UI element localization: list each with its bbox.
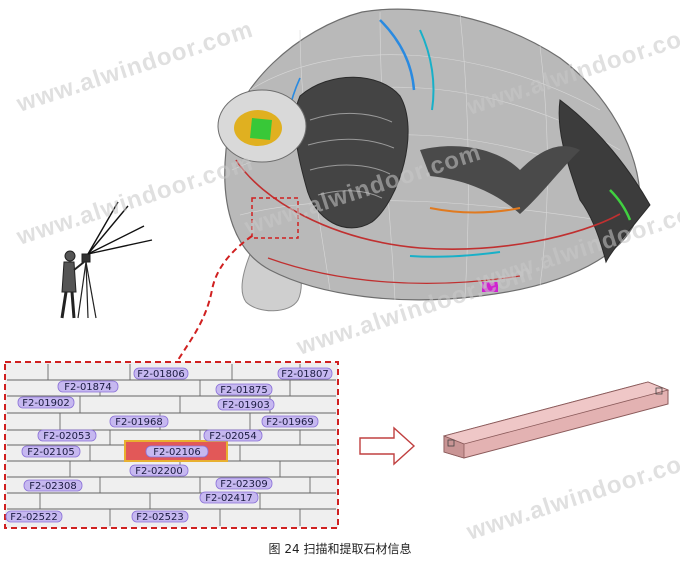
panel-label-text: F2-02523: [136, 512, 184, 523]
panel-label-text: F2-02053: [43, 431, 91, 442]
panel-label: F2-02523: [131, 510, 189, 523]
panel-label: F2-01807: [277, 367, 333, 380]
extracted-stone-block: [442, 381, 670, 459]
panel-label-text: F2-02522: [10, 512, 58, 523]
panel-label-text: F2-01875: [220, 385, 268, 396]
panel-label: F2-01969: [261, 415, 319, 428]
panel-label: F2-01806: [133, 367, 189, 380]
panel-label-text: F2-01902: [22, 398, 70, 409]
magenta-marker: [482, 282, 498, 292]
panel-label-text: F2-02054: [209, 431, 257, 442]
surveyor-figure: [60, 201, 153, 319]
panel-label: F2-02417: [199, 491, 259, 504]
panel-label-text: F2-01968: [115, 417, 163, 428]
panel-label-text: F2-02308: [29, 481, 77, 492]
panel-label: F2-01874: [57, 380, 119, 393]
panel-label-text: F2-01903: [222, 400, 270, 411]
building-model: [217, 8, 651, 312]
building-channel: [420, 146, 580, 214]
panel-label: F2-02105: [21, 445, 81, 458]
panel-label-text: F2-01806: [137, 369, 185, 380]
scan-rays-icon: [87, 201, 153, 255]
panel-label-text: F2-02200: [135, 466, 183, 477]
panel-label: F2-02106: [145, 445, 209, 458]
panel-label: F2-01903: [217, 398, 275, 411]
stone-panel-map: F2-01806 F2-01807 F2-01874 F2-01875 F2-0…: [4, 361, 339, 529]
panel-label-text: F2-01969: [266, 417, 314, 428]
panel-label: F2-02308: [23, 479, 83, 492]
panel-label-text: F2-02105: [27, 447, 75, 458]
panel-label-text: F2-02106: [153, 447, 201, 458]
panel-label: F2-01902: [17, 396, 75, 409]
watermark-text: www.alwindoor.com: [13, 149, 257, 251]
leader-line: [177, 235, 253, 361]
panel-label: F2-02054: [203, 429, 263, 442]
panel-label: F2-01875: [215, 383, 273, 396]
figure-caption: 图 24 扫描和提取石材信息: [268, 542, 412, 556]
panel-label-text: F2-01807: [281, 369, 329, 380]
watermark-text: www.alwindoor.com: [13, 16, 257, 118]
building-red-contour: [235, 159, 621, 250]
building-atrium: [294, 76, 409, 229]
panel-label: F2-02053: [37, 429, 97, 442]
panel-label-text: F2-02417: [205, 493, 253, 504]
panel-label: F2-02522: [5, 510, 63, 523]
panel-label: F2-02200: [129, 464, 189, 477]
panel-label-text: F2-01874: [64, 382, 112, 393]
watermark-text: www.alwindoor.com: [463, 444, 680, 546]
right-arrow-icon: [359, 426, 416, 466]
panel-label: F2-01968: [109, 415, 169, 428]
panel-label-text: F2-02309: [220, 479, 268, 490]
scan-region-box: [251, 197, 299, 239]
panel-label: F2-02309: [215, 477, 273, 490]
